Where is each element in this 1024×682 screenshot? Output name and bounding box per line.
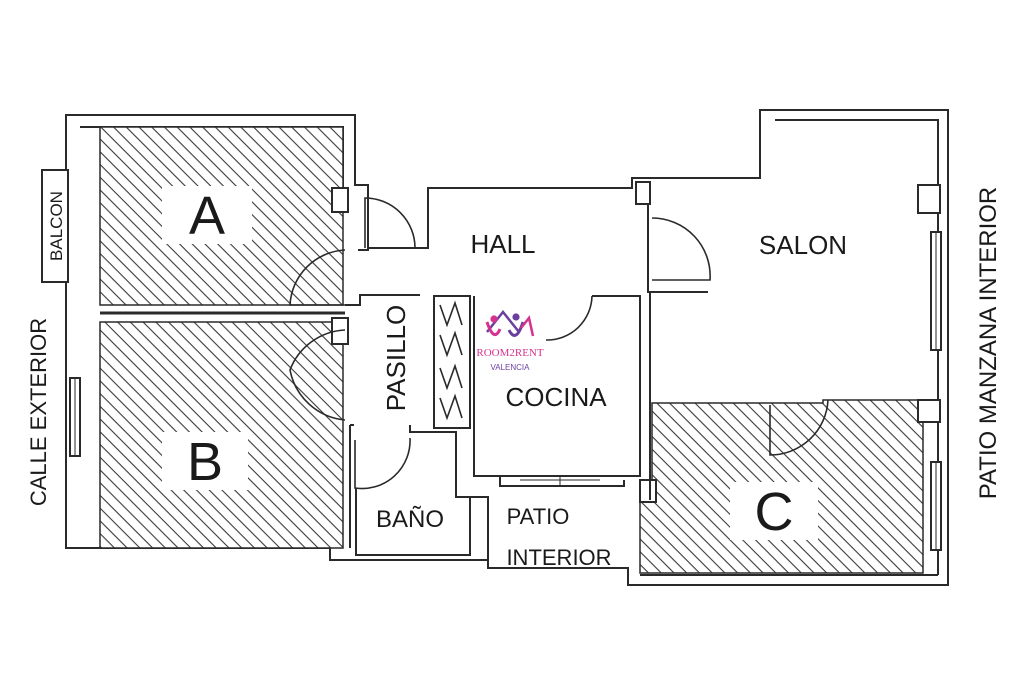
outer-wall — [65, 109, 949, 586]
door-swing-pasillo-b — [289, 329, 346, 421]
patio-label-2: INTERIOR — [506, 545, 611, 570]
room-a-label: A — [189, 186, 225, 246]
room-a-badge — [162, 186, 252, 244]
logo-name: ROOM2RENT — [476, 347, 544, 359]
salon-label: SALON — [759, 230, 847, 260]
room2rent-logo: ROOM2RENT VALENCIA — [476, 309, 544, 372]
balcony-frame — [41, 169, 69, 283]
balcon-label: BALCON — [47, 191, 66, 261]
patio-manzana-label: PATIO MANZANA INTERIOR — [975, 187, 1002, 499]
door-swing-cocina — [545, 295, 593, 341]
room-c-badge — [730, 482, 818, 540]
bano-label: BAÑO — [376, 506, 444, 533]
pasillo-label: PASILLO — [381, 305, 411, 411]
door-swing-salon — [651, 217, 711, 281]
door-swing-pasillo-a — [289, 249, 346, 306]
hall-label: HALL — [470, 229, 535, 259]
kitchen-counter — [433, 295, 471, 429]
door-swing-a — [364, 197, 416, 249]
patio-label-1: PATIO — [507, 504, 570, 529]
logo-city: VALENCIA — [491, 363, 531, 372]
door-swing-c — [769, 399, 829, 456]
cocina-label: COCINA — [505, 382, 607, 412]
logo-house-icon — [486, 309, 520, 333]
room-b-badge — [162, 432, 248, 490]
room-c-label: C — [755, 482, 794, 542]
door-swing-bano — [354, 437, 411, 490]
room-b-label: B — [187, 432, 223, 492]
calle-exterior-label: CALLE EXTERIOR — [26, 318, 51, 506]
